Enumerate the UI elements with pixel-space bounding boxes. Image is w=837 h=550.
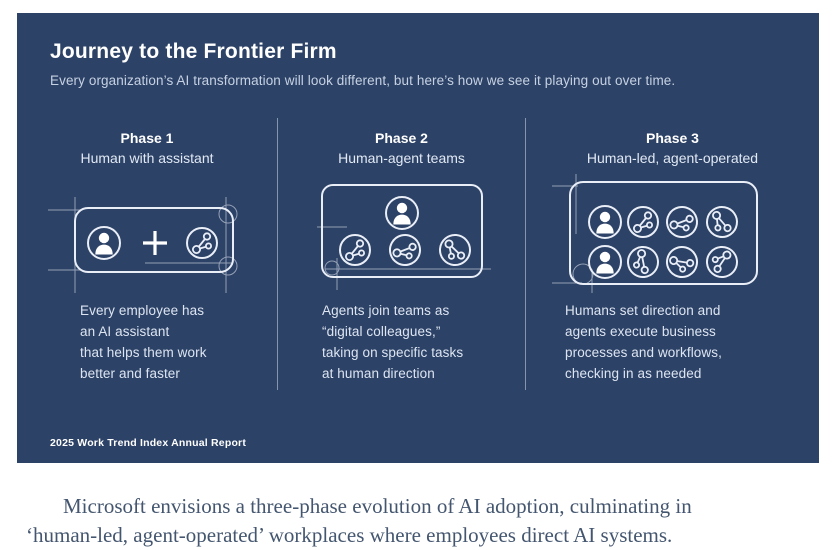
person-icon bbox=[588, 205, 622, 239]
agent-icon bbox=[627, 206, 659, 238]
person-icon bbox=[588, 245, 622, 279]
sketch-frame bbox=[569, 181, 758, 285]
agent-icon bbox=[703, 203, 741, 241]
phase-3-header: Phase 3 Human-led, agent-operated bbox=[526, 130, 819, 166]
agent-icon bbox=[620, 239, 666, 285]
infographic-card: Journey to the Frontier Firm Every organ… bbox=[17, 13, 819, 463]
agent-icon bbox=[339, 234, 371, 266]
card-header: Journey to the Frontier Firm Every organ… bbox=[50, 40, 675, 88]
blueprint-guides bbox=[552, 174, 594, 293]
phase-3-illustration bbox=[552, 174, 758, 293]
agent-icon bbox=[383, 228, 427, 272]
card-subtitle: Every organization’s AI transformation w… bbox=[50, 73, 676, 88]
phase-3-label: Phase 3 bbox=[646, 130, 699, 146]
phase-2-illustration bbox=[317, 184, 491, 290]
phase-2-description: Agents join teams as “digital colleagues… bbox=[322, 303, 464, 381]
agent-icon bbox=[437, 232, 473, 268]
agent-icon bbox=[660, 240, 704, 284]
agent-icon bbox=[660, 200, 704, 244]
agent-icon bbox=[186, 227, 218, 259]
phase-1-name: Human with assistant bbox=[80, 150, 214, 166]
phase-1-label: Phase 1 bbox=[120, 130, 174, 146]
person-icon bbox=[87, 226, 121, 260]
report-source-label: 2025 Work Trend Index Annual Report bbox=[50, 437, 247, 449]
phase-2-label: Phase 2 bbox=[375, 130, 428, 146]
phase-2-column: Phase 2 Human-agent teams Agents join te… bbox=[278, 118, 525, 408]
phase-2-name: Human-agent teams bbox=[338, 150, 465, 166]
column-divider bbox=[525, 118, 526, 390]
phase-3-column: Phase 3 Human-led, agent-operated bbox=[526, 118, 819, 408]
column-divider bbox=[277, 118, 278, 390]
phase-1-illustration bbox=[48, 197, 238, 293]
sketch-frame bbox=[321, 184, 483, 278]
agent-icon bbox=[704, 244, 740, 280]
phase-1-description: Every employee has an AI assistant that … bbox=[80, 303, 207, 381]
phase-columns: Phase 1 Human with assistant bbox=[17, 118, 819, 408]
figure-caption: Microsoft envisions a three-phase evolut… bbox=[26, 494, 692, 547]
phase-1-column: Phase 1 Human with assistant bbox=[17, 118, 277, 408]
plus-sign bbox=[143, 231, 167, 255]
sketch-frame bbox=[74, 207, 234, 273]
person-icon bbox=[385, 196, 419, 230]
phase-3-description: Humans set direction and agents execute … bbox=[565, 303, 722, 381]
phase-2-header: Phase 2 Human-agent teams bbox=[278, 130, 525, 166]
card-title: Journey to the Frontier Firm bbox=[50, 40, 337, 63]
phase-1-header: Phase 1 Human with assistant bbox=[17, 130, 277, 166]
page: { "card": { "title": "Journey to the Fro… bbox=[17, 13, 819, 547]
phase-3-name: Human-led, agent-operated bbox=[586, 150, 759, 166]
